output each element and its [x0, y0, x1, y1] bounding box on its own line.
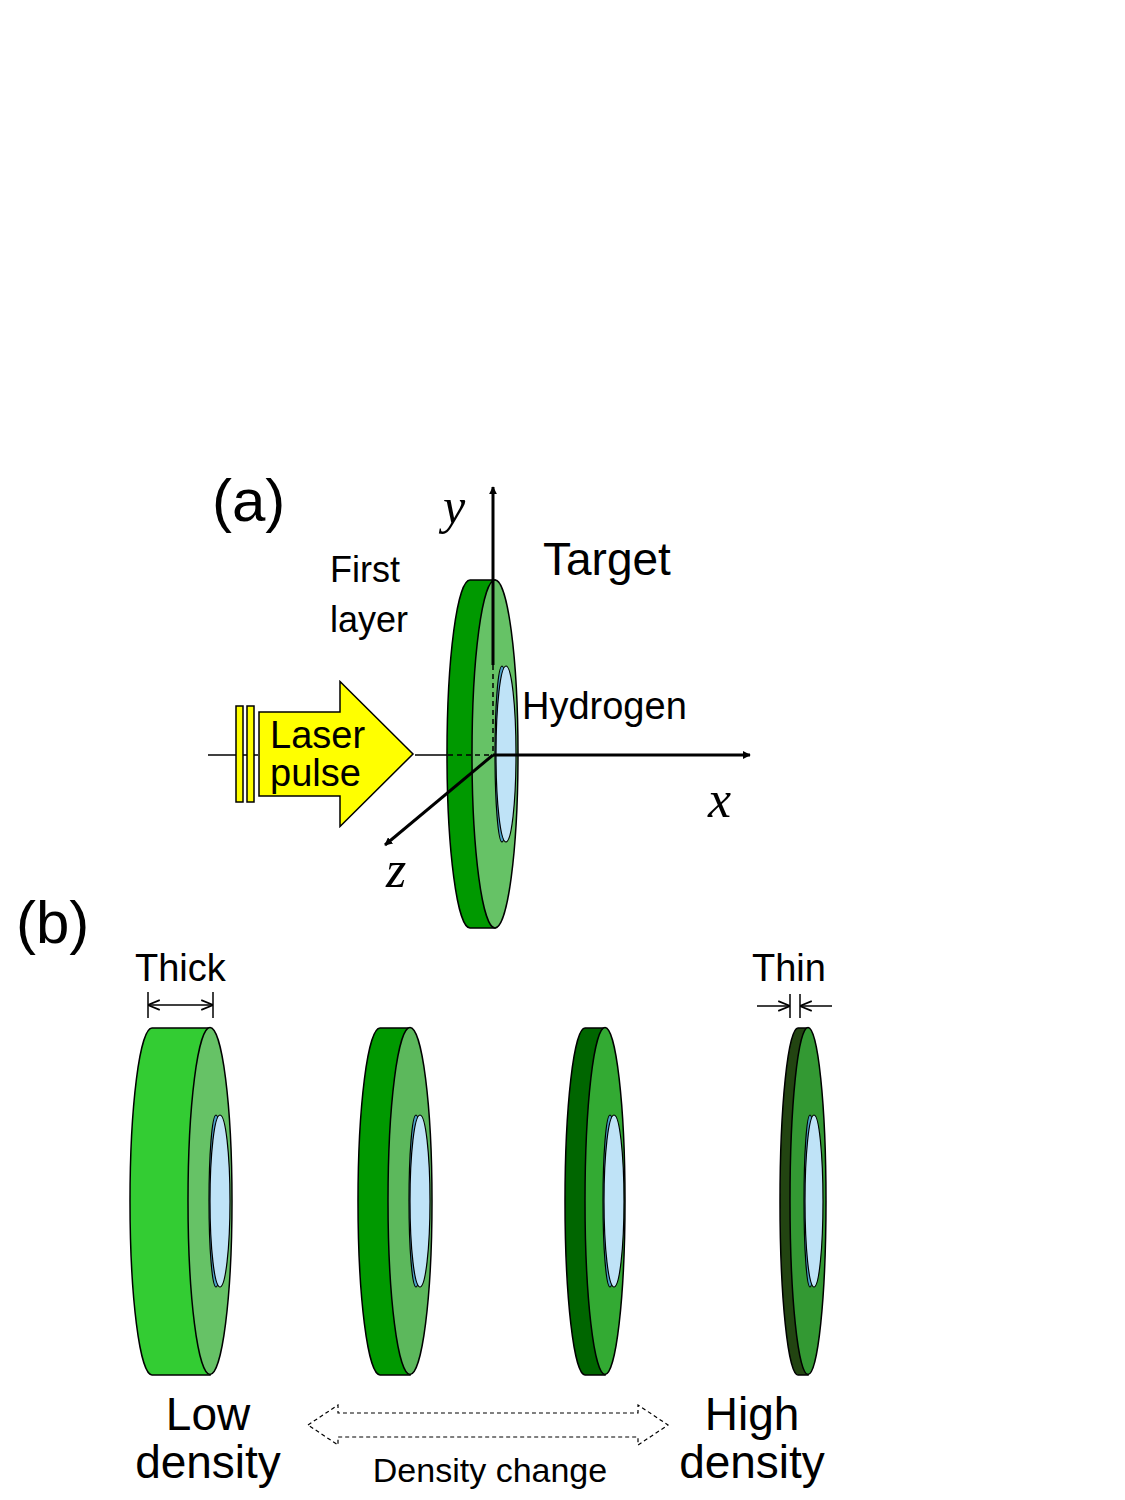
- thick-dimension: [148, 992, 213, 1018]
- part-label: Target: [543, 533, 671, 586]
- panel-label: (b): [16, 888, 89, 957]
- pulse-bar: [236, 706, 243, 802]
- disk-medium-high-density: [565, 1028, 625, 1376]
- node-text: Laser pulse: [270, 716, 382, 792]
- part-label: First layer: [330, 545, 442, 645]
- hidden-axis: [492, 665, 494, 755]
- density-label: High density: [652, 1390, 852, 1486]
- density-label: Density change: [340, 1451, 640, 1490]
- axis-label: y: [443, 478, 465, 535]
- axis-line: [415, 754, 448, 756]
- x-axis: [493, 754, 750, 757]
- density-arrow: [308, 1405, 668, 1445]
- axis-label: x: [708, 770, 731, 830]
- disk-medium-low-density: [358, 1028, 432, 1376]
- axis-label: z: [386, 840, 406, 900]
- dimension-label: Thin: [752, 946, 826, 990]
- dimension-label: Thick: [135, 946, 226, 990]
- y-axis: [492, 487, 495, 665]
- part-label: Hydrogen: [522, 684, 687, 728]
- disk-high-density: [780, 1028, 826, 1376]
- disk-low-density: [130, 1028, 232, 1376]
- z-axis: [385, 755, 493, 845]
- thin-dimension: [757, 994, 832, 1018]
- hidden-axis: [448, 754, 493, 756]
- panel-label: (a): [212, 466, 285, 535]
- pulse-bar: [247, 706, 254, 802]
- density-label: Low density: [108, 1390, 308, 1486]
- laser-pulse-arrow: Laser pulse: [258, 680, 415, 828]
